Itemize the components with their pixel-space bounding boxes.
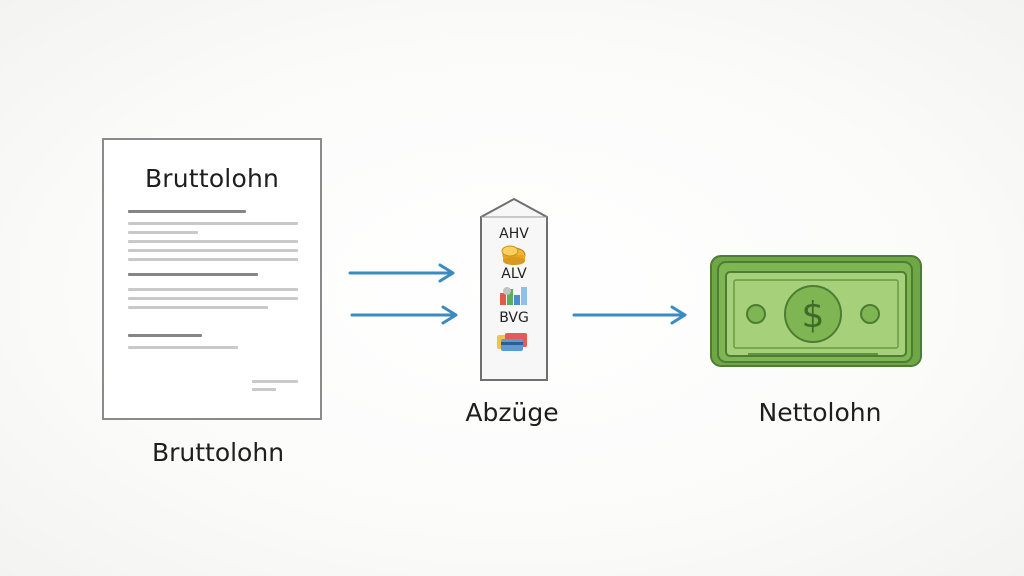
doc-line — [252, 388, 276, 391]
bar-chart-icon — [500, 287, 527, 305]
coins-icon — [501, 245, 526, 265]
doc-line — [128, 249, 298, 252]
doc-line — [128, 222, 298, 225]
deduction-label-alv: ALV — [501, 266, 527, 282]
net-salary-caption: Nettolohn — [758, 398, 882, 427]
doc-line — [128, 231, 198, 234]
doc-line — [252, 380, 298, 383]
doc-line — [128, 346, 238, 349]
arrow-icon — [350, 305, 458, 325]
arrow-icon — [572, 305, 687, 325]
cards-icon — [497, 333, 527, 351]
doc-line — [128, 306, 268, 309]
gross-salary-caption: Bruttolohn — [151, 438, 285, 467]
deduction-label-ahv: AHV — [499, 226, 529, 242]
deductions-pillar — [480, 197, 548, 381]
banknote-icon: $ — [710, 255, 922, 367]
deductions-caption: Abzüge — [465, 398, 559, 427]
arrow-icon — [348, 263, 455, 283]
doc-line — [128, 258, 298, 261]
doc-line — [128, 210, 246, 213]
gross-salary-document: Bruttolohn — [102, 138, 322, 420]
deduction-label-bvg: BVG — [499, 310, 529, 326]
doc-line — [128, 240, 298, 243]
dollar-symbol: $ — [802, 295, 825, 336]
doc-line — [128, 334, 202, 337]
doc-line — [128, 297, 298, 300]
document-title: Bruttolohn — [144, 164, 280, 193]
doc-line — [128, 288, 298, 291]
doc-line — [128, 273, 258, 276]
